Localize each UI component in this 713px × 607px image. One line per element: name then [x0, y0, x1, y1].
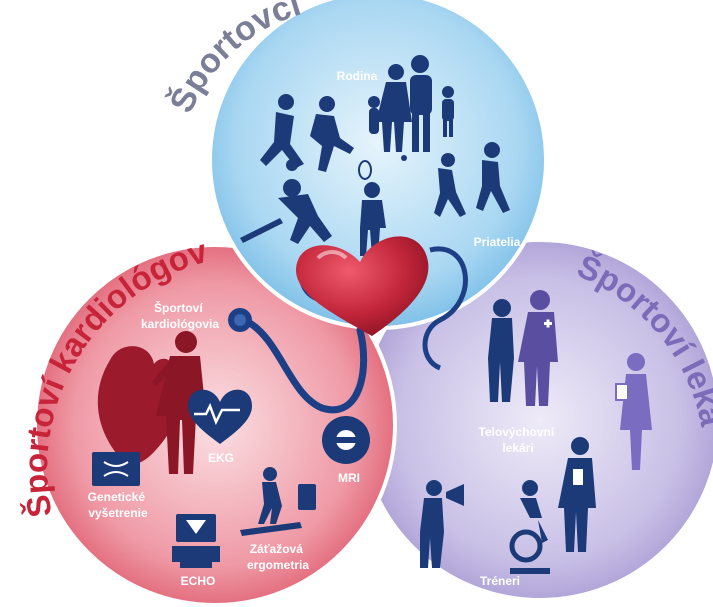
- mri-icon: [322, 416, 370, 464]
- genetic-test-icon: [92, 452, 140, 486]
- family-label: Rodina: [337, 69, 378, 83]
- stress-test-label: Záťažová ergometria: [247, 542, 309, 572]
- sports-doctors-label-line1: Telovýchovní: [478, 425, 554, 439]
- sports-doctors-label-line2: lekári: [502, 441, 533, 455]
- ekg-heart-icon: [188, 389, 252, 444]
- stress-label-line2: ergometria: [247, 558, 309, 572]
- tennis-player-icon: [358, 155, 407, 256]
- physicians-silhouettes: [420, 290, 652, 574]
- genetic-label: Genetické vyšetrenie: [88, 490, 149, 520]
- family-silhouette-icon: [368, 55, 454, 152]
- genetic-label-line1: Genetické: [88, 490, 146, 504]
- ekg-label: EKG: [208, 451, 234, 465]
- echo-label: ECHO: [181, 574, 216, 588]
- coach-clipboard-icon: [558, 437, 596, 552]
- heart-highlight: [316, 250, 348, 260]
- cardiologists-silhouettes: [92, 331, 370, 568]
- exercise-bike-icon: [509, 480, 550, 574]
- cardiologist-doctor-icon: [152, 331, 206, 474]
- cardiologist-label-line1: Športoví: [154, 300, 203, 315]
- runner-icon: [310, 96, 354, 172]
- stress-label-line1: Záťažová: [250, 542, 303, 556]
- echo-machine-icon: [172, 514, 220, 568]
- coaches-label: Tréneri: [480, 574, 520, 588]
- athletes-silhouettes: [240, 55, 510, 256]
- treadmill-icon: [240, 467, 316, 536]
- coach-megaphone-icon: [420, 480, 464, 568]
- hockey-player-icon: [240, 179, 332, 244]
- sports-doctors-label: Telovýchovní lekári: [478, 425, 557, 455]
- joggers-icon: [434, 142, 510, 217]
- cardiologist-label-line2: kardiológovia: [141, 317, 219, 331]
- genetic-label-line2: vyšetrenie: [88, 506, 148, 520]
- doctor-clipboard-icon: [615, 353, 652, 470]
- mri-label: MRI: [338, 471, 360, 485]
- heart-icon: [295, 236, 429, 336]
- friends-label: Priatelia: [474, 235, 521, 249]
- soccer-player-icon: [260, 94, 304, 171]
- sports-doctor-patient-icon: [488, 290, 558, 406]
- cardiologist-label: Športoví kardiológovia: [141, 300, 219, 331]
